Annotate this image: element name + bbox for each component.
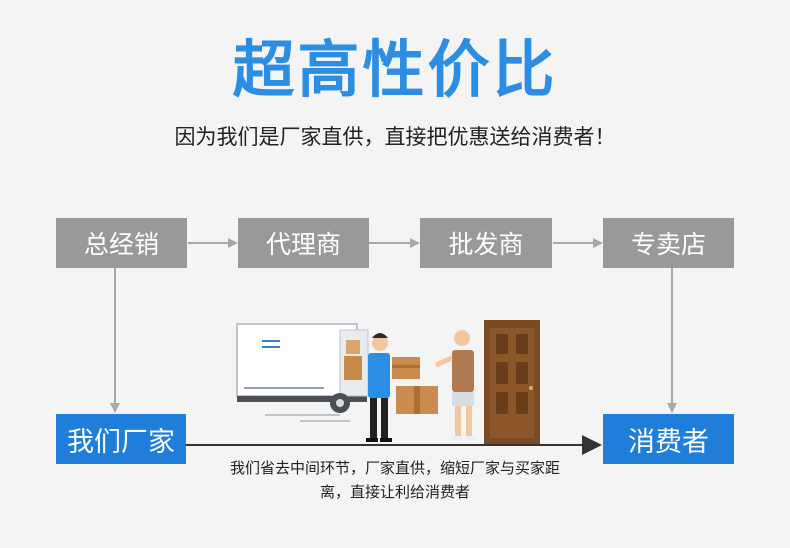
wholesaler-box: 批发商 [420, 218, 552, 268]
factory-box: 我们厂家 [56, 414, 186, 464]
page-title: 超高性价比 [232, 33, 558, 106]
package-icon [392, 357, 438, 414]
page-subtitle: 因为我们是厂家直供，直接把优惠送给消费者！ [174, 125, 616, 149]
delivery-truck-icon [236, 323, 369, 422]
illustration [236, 320, 540, 444]
direct-supply-caption: 我们省去中间环节，厂家直供，缩短厂家与买家距 离，直接让利给消费者 [185, 456, 605, 504]
consumer-box: 消费者 [603, 414, 734, 464]
caption-line-1: 我们省去中间环节，厂家直供，缩短厂家与买家距 [229, 459, 560, 477]
caption-line-2: 离，直接让利给消费者 [319, 483, 470, 501]
agent-box: 代理商 [238, 218, 369, 268]
delivery-man-icon [366, 333, 392, 442]
customer-icon [434, 330, 475, 440]
distributor-box: 总经销 [56, 218, 187, 268]
door-icon [484, 320, 540, 444]
retailer-box: 专卖店 [603, 218, 734, 268]
arrow-head-direct [582, 435, 602, 455]
